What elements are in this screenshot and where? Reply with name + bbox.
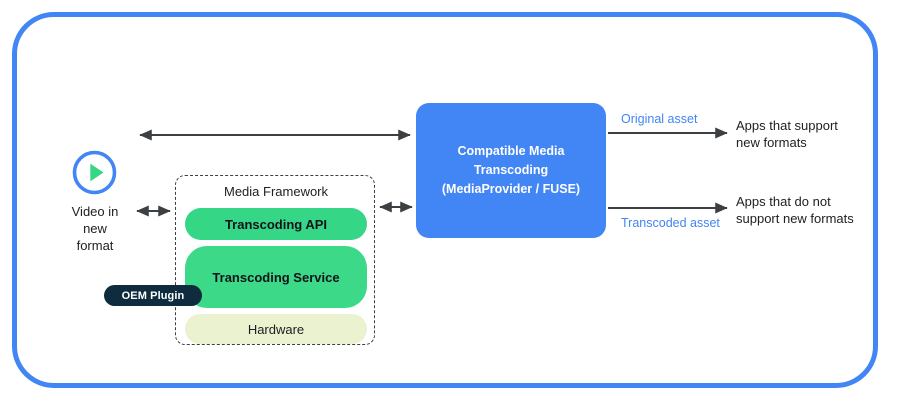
video-source-line-2: new xyxy=(83,221,107,236)
media-framework-title: Media Framework xyxy=(223,184,329,199)
transcoding-api-label: Transcoding API xyxy=(224,216,328,232)
apps-nosupport-line-2: support new formats xyxy=(736,211,854,226)
transcoding-service-label: Transcoding Service xyxy=(212,269,340,285)
cmt-text-block: Compatible Media Transcoding (MediaProvi… xyxy=(442,142,580,199)
video-source-line-3: format xyxy=(76,238,114,253)
cmt-line-2: Transcoding xyxy=(473,163,549,177)
media-framework-container: Media Framework Transcoding API Transcod… xyxy=(175,175,375,345)
cmt-line-3: (MediaProvider / FUSE) xyxy=(441,182,581,196)
transcoded-asset-label: Transcoded asset xyxy=(621,216,720,230)
oem-plugin-label: OEM Plugin xyxy=(121,289,185,302)
oem-plugin-badge[interactable]: OEM Plugin xyxy=(104,285,202,306)
hardware-box[interactable]: Hardware xyxy=(185,314,367,344)
compatible-media-transcoding-box[interactable]: Compatible Media Transcoding (MediaProvi… xyxy=(416,103,606,238)
apps-no-support-new-formats-label: Apps that do not support new formats xyxy=(736,193,854,227)
transcoding-api-box[interactable]: Transcoding API xyxy=(185,208,367,240)
original-asset-label: Original asset xyxy=(621,112,698,126)
transcoding-service-box[interactable]: Transcoding Service xyxy=(185,246,367,308)
video-source-line-1: Video in xyxy=(71,204,119,219)
hardware-label: Hardware xyxy=(247,321,305,337)
cmt-line-1: Compatible Media xyxy=(457,144,565,158)
apps-support-line-1: Apps that support xyxy=(736,118,838,133)
video-source-label: Video in new format xyxy=(50,203,140,254)
play-circle-icon xyxy=(71,149,118,196)
apps-support-new-formats-label: Apps that support new formats xyxy=(736,117,838,151)
apps-nosupport-line-1: Apps that do not xyxy=(736,194,831,209)
apps-support-line-2: new formats xyxy=(736,135,807,150)
